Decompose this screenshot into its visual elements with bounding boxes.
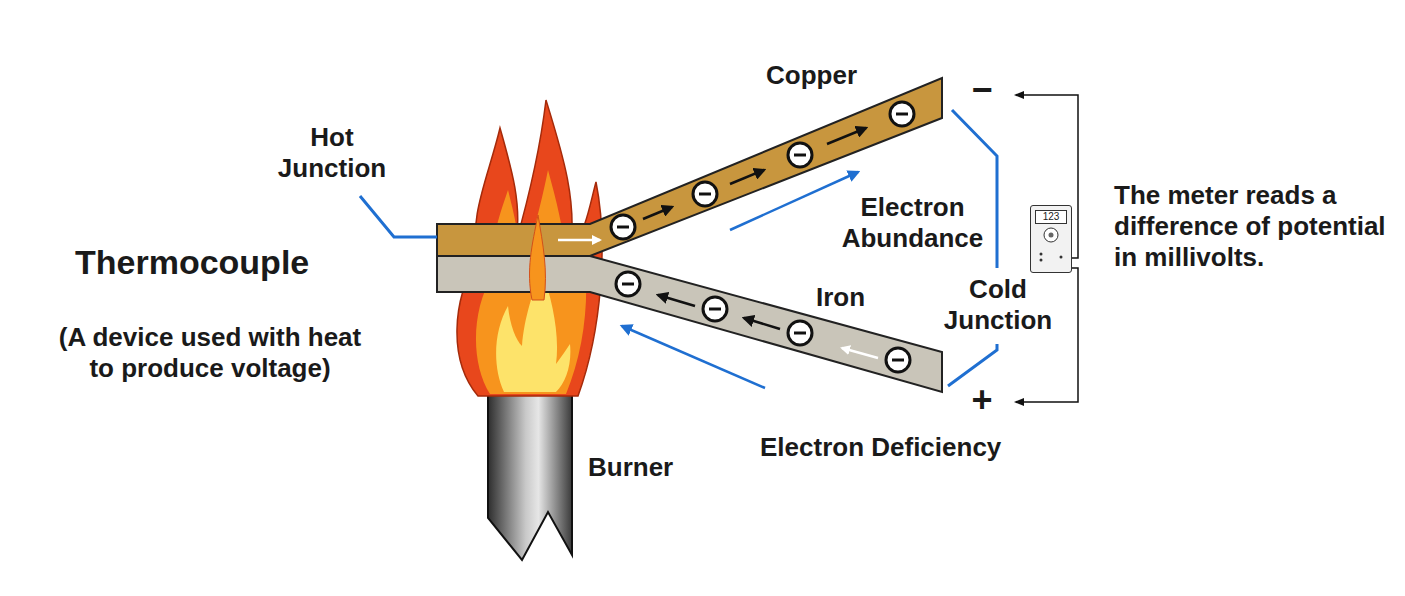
- meter-dial: [1036, 224, 1066, 264]
- blue-direction-arrows: [622, 172, 858, 388]
- flame-tongue: [530, 215, 546, 300]
- diagram-title: Thermocouple: [75, 242, 395, 283]
- multimeter: 123: [1030, 205, 1072, 273]
- text-label: Cold Junction: [928, 274, 1068, 336]
- text-label: Iron: [816, 282, 896, 313]
- burner-tube: [488, 392, 572, 560]
- text-label: Electron Deficiency: [760, 432, 1080, 463]
- text-label: Electron Abundance: [825, 192, 1000, 254]
- polarity-sign: +: [962, 378, 1002, 421]
- polarity-sign: −: [962, 68, 1002, 111]
- meter-wires: [1016, 95, 1078, 402]
- iron-strip: [437, 256, 942, 392]
- text-label: Hot Junction: [262, 122, 402, 184]
- text-label: Burner: [588, 452, 718, 483]
- text-label: Copper: [766, 60, 896, 91]
- text-label: (A device used with heat to produce volt…: [45, 322, 375, 384]
- text-label: The meter reads a difference of potentia…: [1114, 180, 1396, 274]
- meter-display: 123: [1035, 210, 1067, 224]
